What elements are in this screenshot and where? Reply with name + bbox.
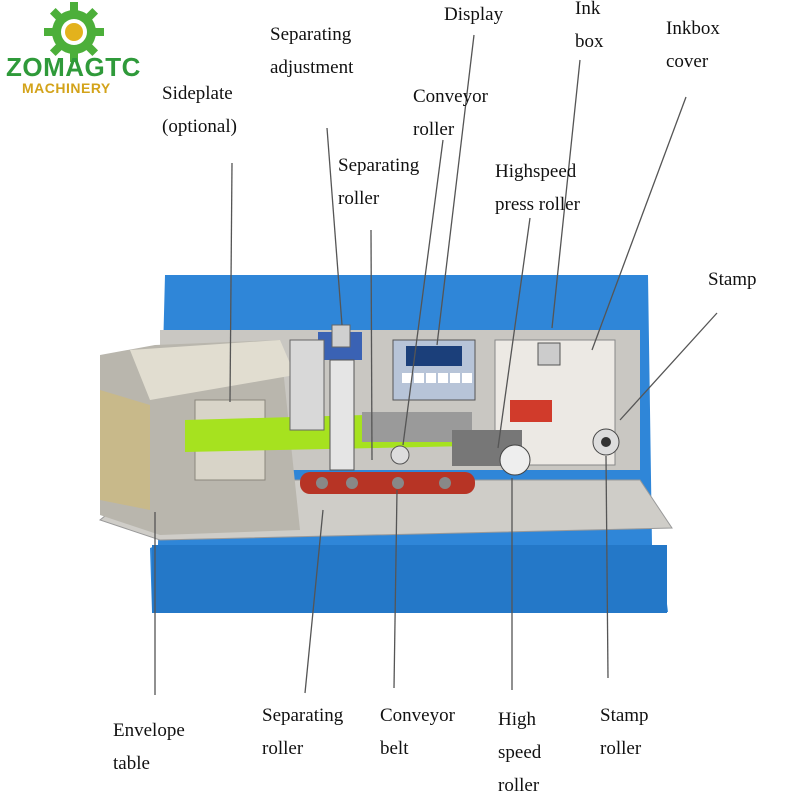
label-separating-adjustment: Separating adjustment bbox=[270, 24, 354, 78]
label-conveyor-belt: Conveyor belt bbox=[380, 705, 455, 759]
label-separating-roller-top: Separating roller bbox=[338, 155, 420, 209]
machine-body-shade bbox=[152, 545, 667, 613]
envelope-tray-gold bbox=[100, 390, 150, 510]
label-high-speed-press-roller: Highspeed press roller bbox=[495, 161, 580, 215]
label-ink-box-cover: Inkbox cover bbox=[666, 18, 720, 72]
label-stamp: Stamp bbox=[708, 269, 757, 290]
label-ink-box: Ink box bbox=[575, 0, 604, 52]
label-high-speed-roller: High speed roller bbox=[498, 709, 542, 796]
label-envelope-table: Envelope table bbox=[113, 720, 185, 774]
label-side-plate: Sideplate (optional) bbox=[162, 83, 237, 137]
brand-name: ZOMAGTC bbox=[6, 52, 141, 82]
label-display: Display bbox=[444, 4, 504, 25]
conveyor-roller-shape bbox=[390, 445, 410, 465]
gear-icon bbox=[44, 2, 104, 62]
envelope-tray-top bbox=[130, 340, 295, 400]
brand-sub: MACHINERY bbox=[22, 80, 111, 96]
high-speed-roller-shape bbox=[499, 444, 531, 476]
label-conveyor-roller: Conveyor roller bbox=[413, 86, 488, 140]
label-stamp-roller: Stamp roller bbox=[600, 705, 649, 759]
leader-lines bbox=[154, 34, 718, 695]
display-screen bbox=[406, 346, 462, 366]
conveyor-belt-shape bbox=[300, 472, 475, 494]
label-separating-roller-bottom: Separating roller bbox=[262, 705, 344, 759]
